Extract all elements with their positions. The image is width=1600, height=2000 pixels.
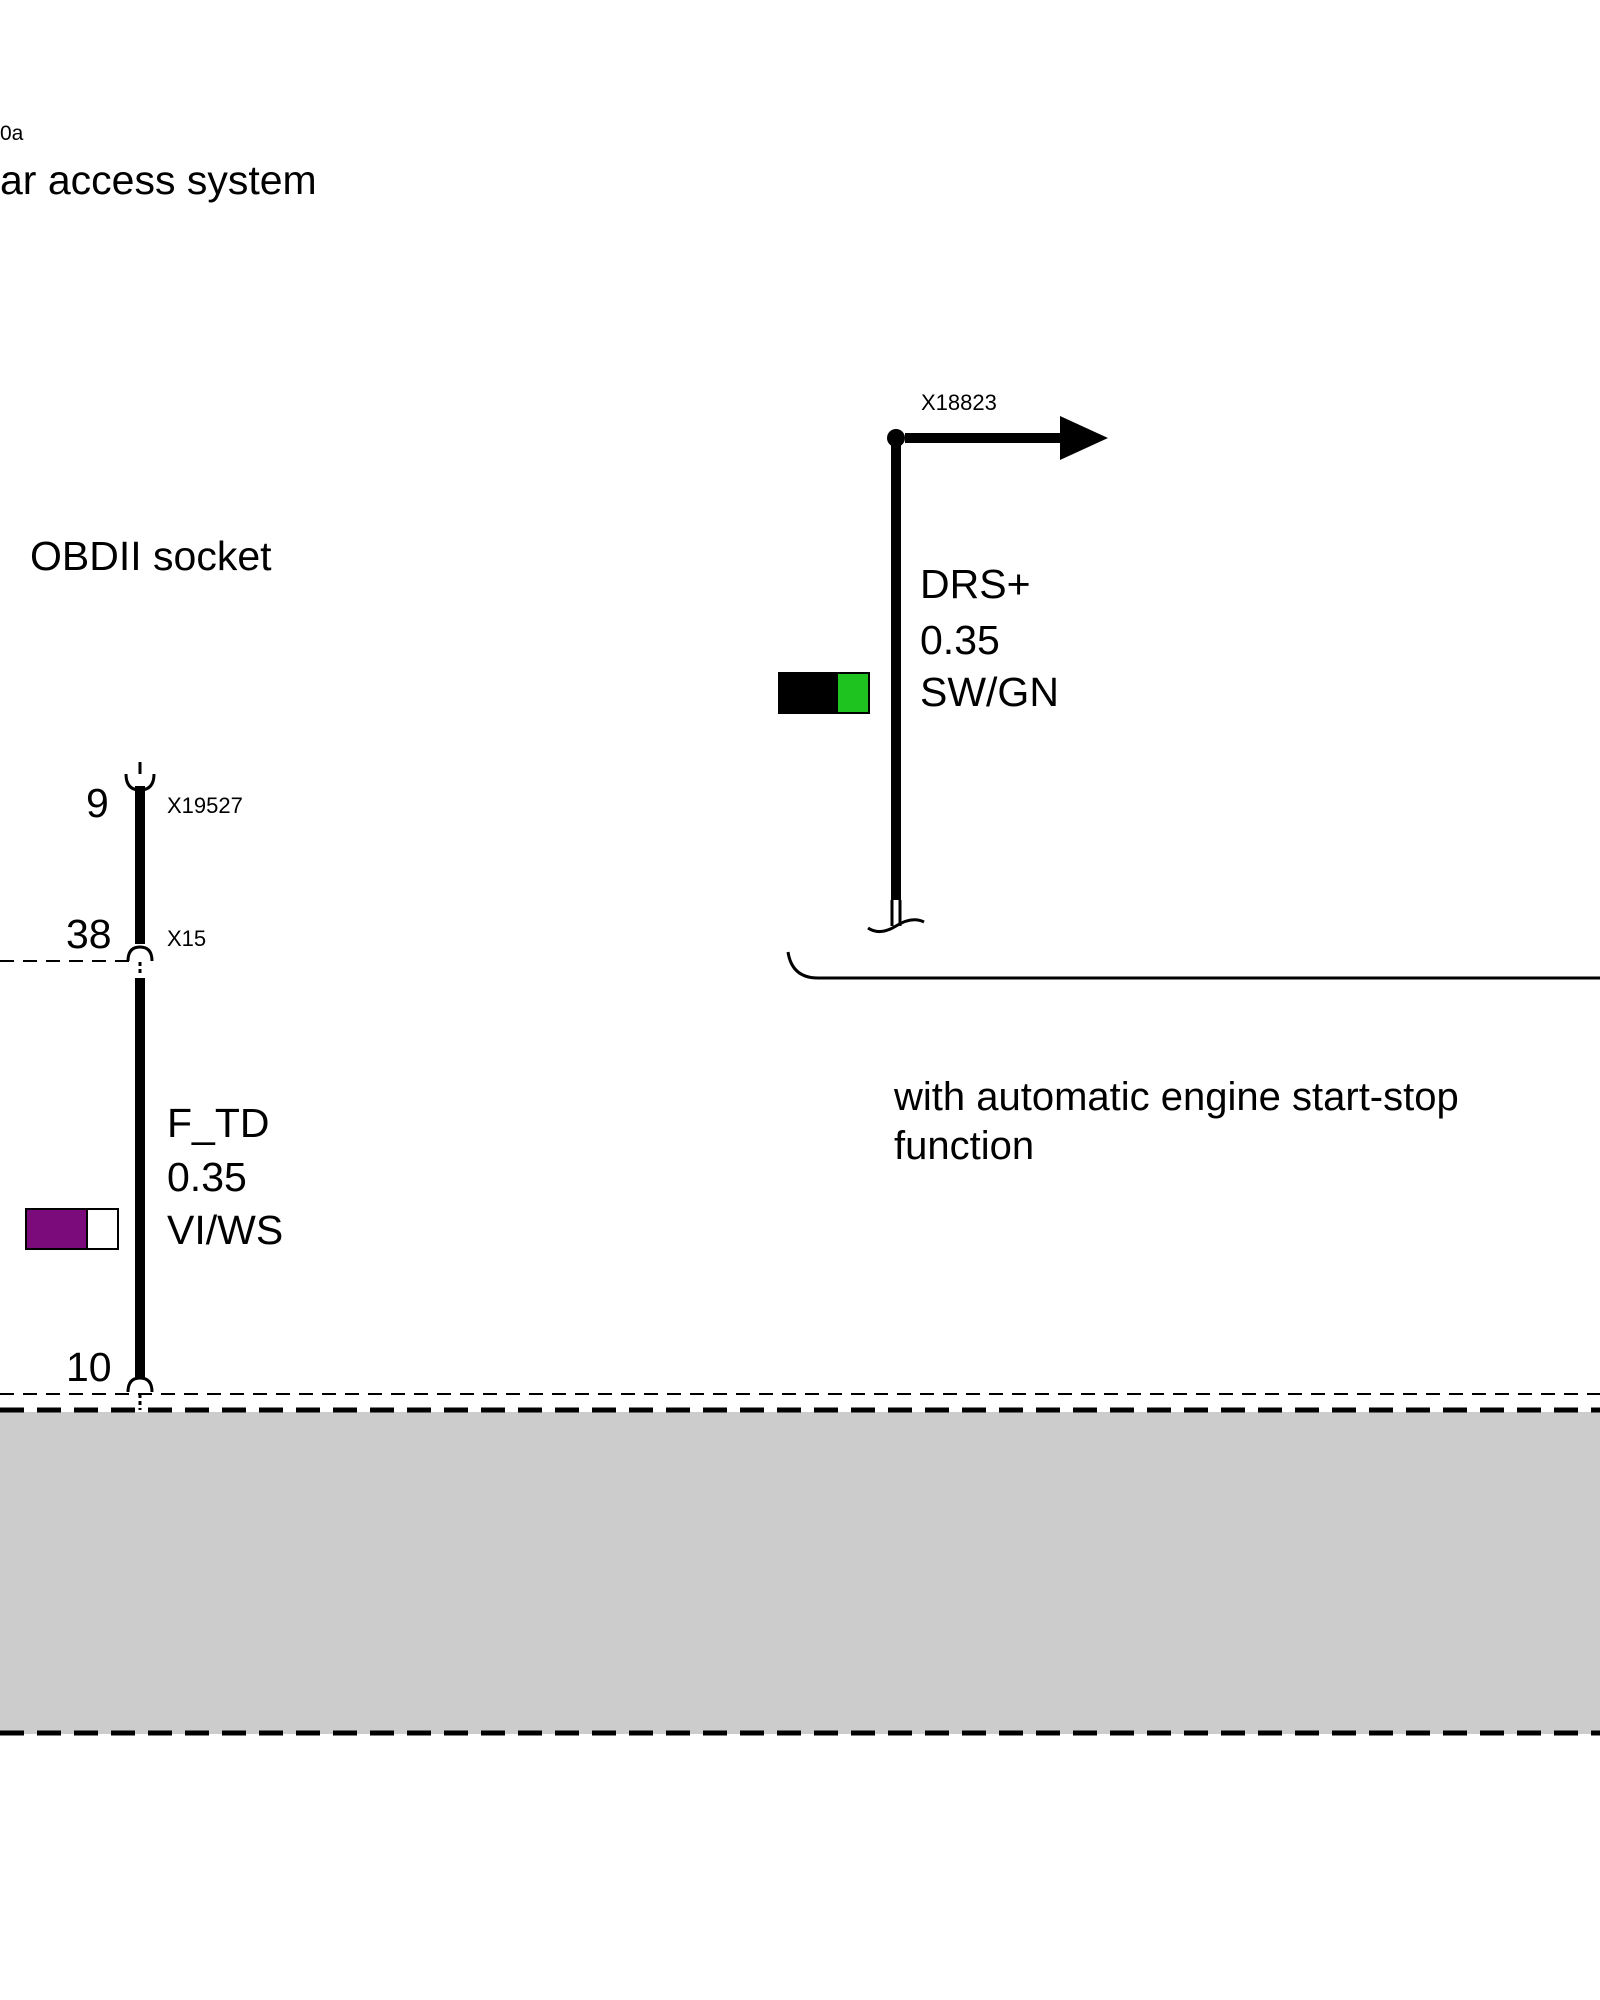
start-stop-note-line1: with automatic engine start-stop bbox=[894, 1075, 1459, 1119]
pin-10-label: 10 bbox=[66, 1344, 112, 1390]
x18823-junction-dot bbox=[887, 429, 905, 447]
ftd-wire-color-swatch bbox=[25, 1208, 119, 1250]
shaded-module-region bbox=[0, 1412, 1600, 1734]
start-stop-component-outline bbox=[786, 951, 1600, 980]
pin-9-label: 9 bbox=[86, 780, 109, 826]
drs-gauge-label: 0.35 bbox=[920, 617, 1000, 663]
drs-wire-break-icon-2 bbox=[890, 900, 902, 926]
drs-color-code-label: SW/GN bbox=[920, 669, 1059, 715]
ftd-gauge-label: 0.35 bbox=[167, 1154, 247, 1200]
x15-connector-cup-icon bbox=[126, 945, 154, 962]
connector-x18823-label: X18823 bbox=[921, 390, 997, 415]
obd-socket-label: OBDII socket bbox=[30, 533, 272, 579]
connector-x15-label: X15 bbox=[167, 926, 207, 951]
ftd-swatch-secondary-color bbox=[85, 1210, 117, 1248]
ftd-swatch-primary-color bbox=[27, 1210, 86, 1248]
ftd-signal-label: F_TD bbox=[167, 1100, 270, 1146]
drs-signal-label: DRS+ bbox=[920, 561, 1031, 607]
header-fragment-code: 0a bbox=[0, 122, 24, 145]
drs-arrow-head-icon bbox=[1060, 416, 1108, 460]
start-stop-note-line2: function bbox=[894, 1124, 1035, 1168]
ftd-color-code-label: VI/WS bbox=[167, 1207, 284, 1253]
drs-wire-color-swatch bbox=[778, 672, 870, 714]
drs-wire-break-icon bbox=[867, 918, 925, 933]
header-title-fragment: ar access system bbox=[0, 157, 317, 203]
drs-swatch-primary-color bbox=[780, 674, 837, 712]
connector-x19527-label: X19527 bbox=[167, 793, 243, 818]
pin-38-label: 38 bbox=[66, 911, 112, 957]
pin10-connector-cup-icon bbox=[126, 1376, 154, 1393]
drs-swatch-secondary-color bbox=[836, 674, 868, 712]
